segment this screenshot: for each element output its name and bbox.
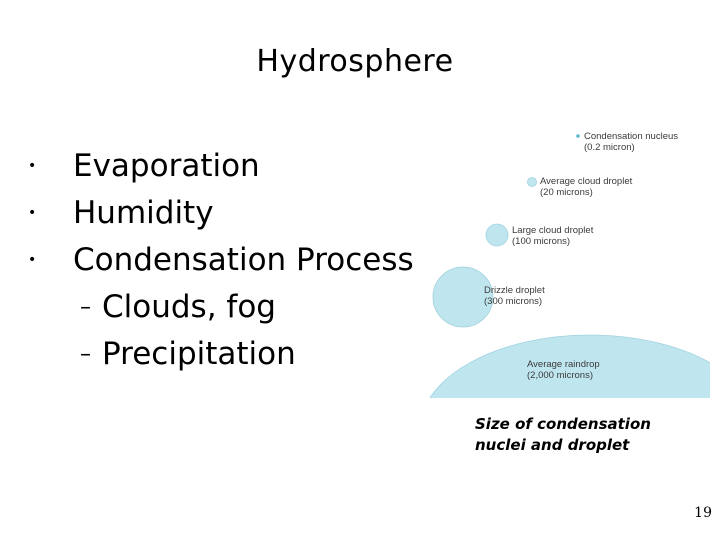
caption-line-1: Size of condensation (475, 415, 651, 433)
bullet-dot-icon: • (28, 158, 37, 174)
drizzle-label: Drizzle droplet (484, 285, 545, 296)
droplet-diagram: Condensation nucleus (0.2 micron) Averag… (429, 131, 710, 398)
bullet-dot-icon: • (28, 205, 37, 221)
sub-bullet-label: Precipitation (102, 336, 296, 372)
nucleus-label: Condensation nucleus (584, 131, 678, 142)
bullet-label: Evaporation (73, 148, 260, 184)
condensation-nucleus-dot (576, 134, 580, 138)
cloud-droplet-label: Average cloud droplet (540, 176, 633, 187)
dash-icon: – (80, 342, 91, 367)
raindrop-label: Average raindrop (527, 359, 600, 370)
bullet-label: Humidity (73, 195, 214, 231)
nucleus-size: (0.2 micron) (584, 142, 635, 153)
raindrop-shape (429, 334, 710, 398)
raindrop-size: (2,000 microns) (527, 370, 593, 381)
page-number: 19 (694, 505, 712, 521)
dash-icon: – (80, 295, 91, 320)
large-droplet-label: Large cloud droplet (512, 225, 594, 236)
bullet-dot-icon: • (28, 252, 37, 268)
caption-line-2: nuclei and droplet (475, 436, 630, 454)
slide-title: Hydrosphere (256, 44, 454, 79)
large-cloud-droplet-circle (485, 223, 509, 247)
drizzle-size: (300 microns) (484, 296, 542, 307)
cloud-droplet-size: (20 microns) (540, 187, 593, 198)
bullet-label: Condensation Process (73, 242, 414, 278)
large-droplet-size: (100 microns) (512, 236, 570, 247)
sub-bullet-label: Clouds, fog (102, 289, 276, 325)
droplet-size-figure: Condensation nucleus (0.2 micron) Averag… (420, 120, 710, 398)
cloud-droplet-circle (527, 177, 537, 187)
drizzle-droplet-circle (432, 266, 494, 328)
figure-caption: Size of condensation nuclei and droplet (475, 414, 651, 456)
